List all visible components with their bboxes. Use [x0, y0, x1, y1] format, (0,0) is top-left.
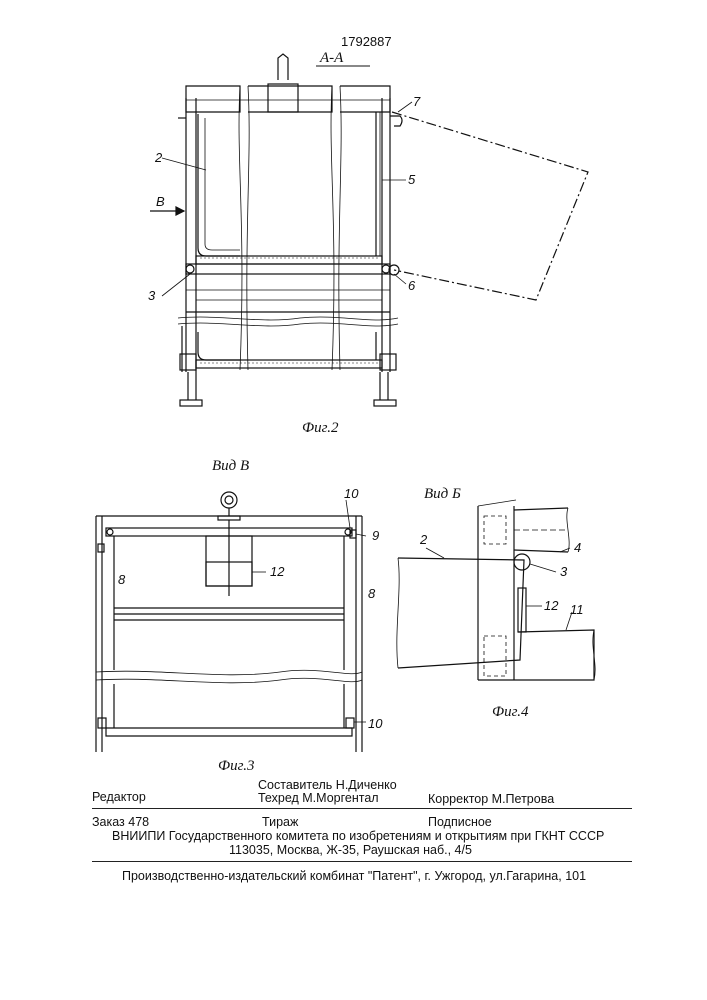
fig4-caption: Фиг.4: [492, 704, 529, 720]
fig2-caption: Фиг.2: [302, 420, 339, 436]
fig4-callout-12: 12: [544, 598, 559, 613]
fig2-drawing: [150, 54, 588, 406]
footer-rule-top: [92, 808, 632, 809]
footer-order: Заказ 478: [92, 815, 149, 829]
fig3-callout-8-left: 8: [118, 572, 126, 587]
footer-compiler: Составитель Н.Диченко: [258, 778, 397, 792]
footer-editor: Редактор: [92, 790, 146, 804]
fig2-callout-2: 2: [154, 150, 163, 165]
fig4-callout-2: 2: [419, 532, 428, 547]
footer-organization: ВНИИПИ Государственного комитета по изоб…: [112, 829, 604, 843]
fig4-callout-3: 3: [560, 564, 568, 579]
fig2-callout-5: 5: [408, 172, 416, 187]
footer-rule-middle: [92, 861, 632, 862]
fig2-callout-7: 7: [413, 94, 421, 109]
footer-corrector: Корректор М.Петрова: [428, 792, 554, 806]
fig4-view-label: Вид Б: [424, 486, 461, 502]
fig4-callout-4: 4: [574, 540, 581, 555]
fig3-callout-9: 9: [372, 528, 379, 543]
patent-drawing: 2 3 5 6 7 В А-А Фиг.2: [0, 0, 707, 780]
fig4-drawing: [397, 500, 595, 680]
fig3-callout-10-top: 10: [344, 486, 359, 501]
footer-techred: Техред М.Моргентал: [258, 791, 379, 805]
footer-address: 113035, Москва, Ж-35, Раушская наб., 4/5: [229, 843, 472, 857]
fig3-view-label: Вид В: [212, 458, 249, 474]
footer-subscription: Подписное: [428, 815, 492, 829]
fig3-drawing: [96, 492, 366, 752]
footer-circulation: Тираж: [262, 815, 298, 829]
fig2-section-label: А-А: [319, 50, 344, 66]
fig3-caption: Фиг.3: [218, 758, 254, 774]
fig4-callout-11: 11: [570, 602, 584, 617]
fig3-callout-10-bottom: 10: [368, 716, 383, 731]
fig2-view-arrow-label: В: [156, 194, 165, 209]
fig2-callout-3: 3: [148, 288, 156, 303]
fig3-callout-12: 12: [270, 564, 285, 579]
fig3-callout-8-right: 8: [368, 586, 376, 601]
fig2-callout-6: 6: [408, 278, 416, 293]
footer-publisher: Производственно-издательский комбинат "П…: [122, 869, 586, 883]
